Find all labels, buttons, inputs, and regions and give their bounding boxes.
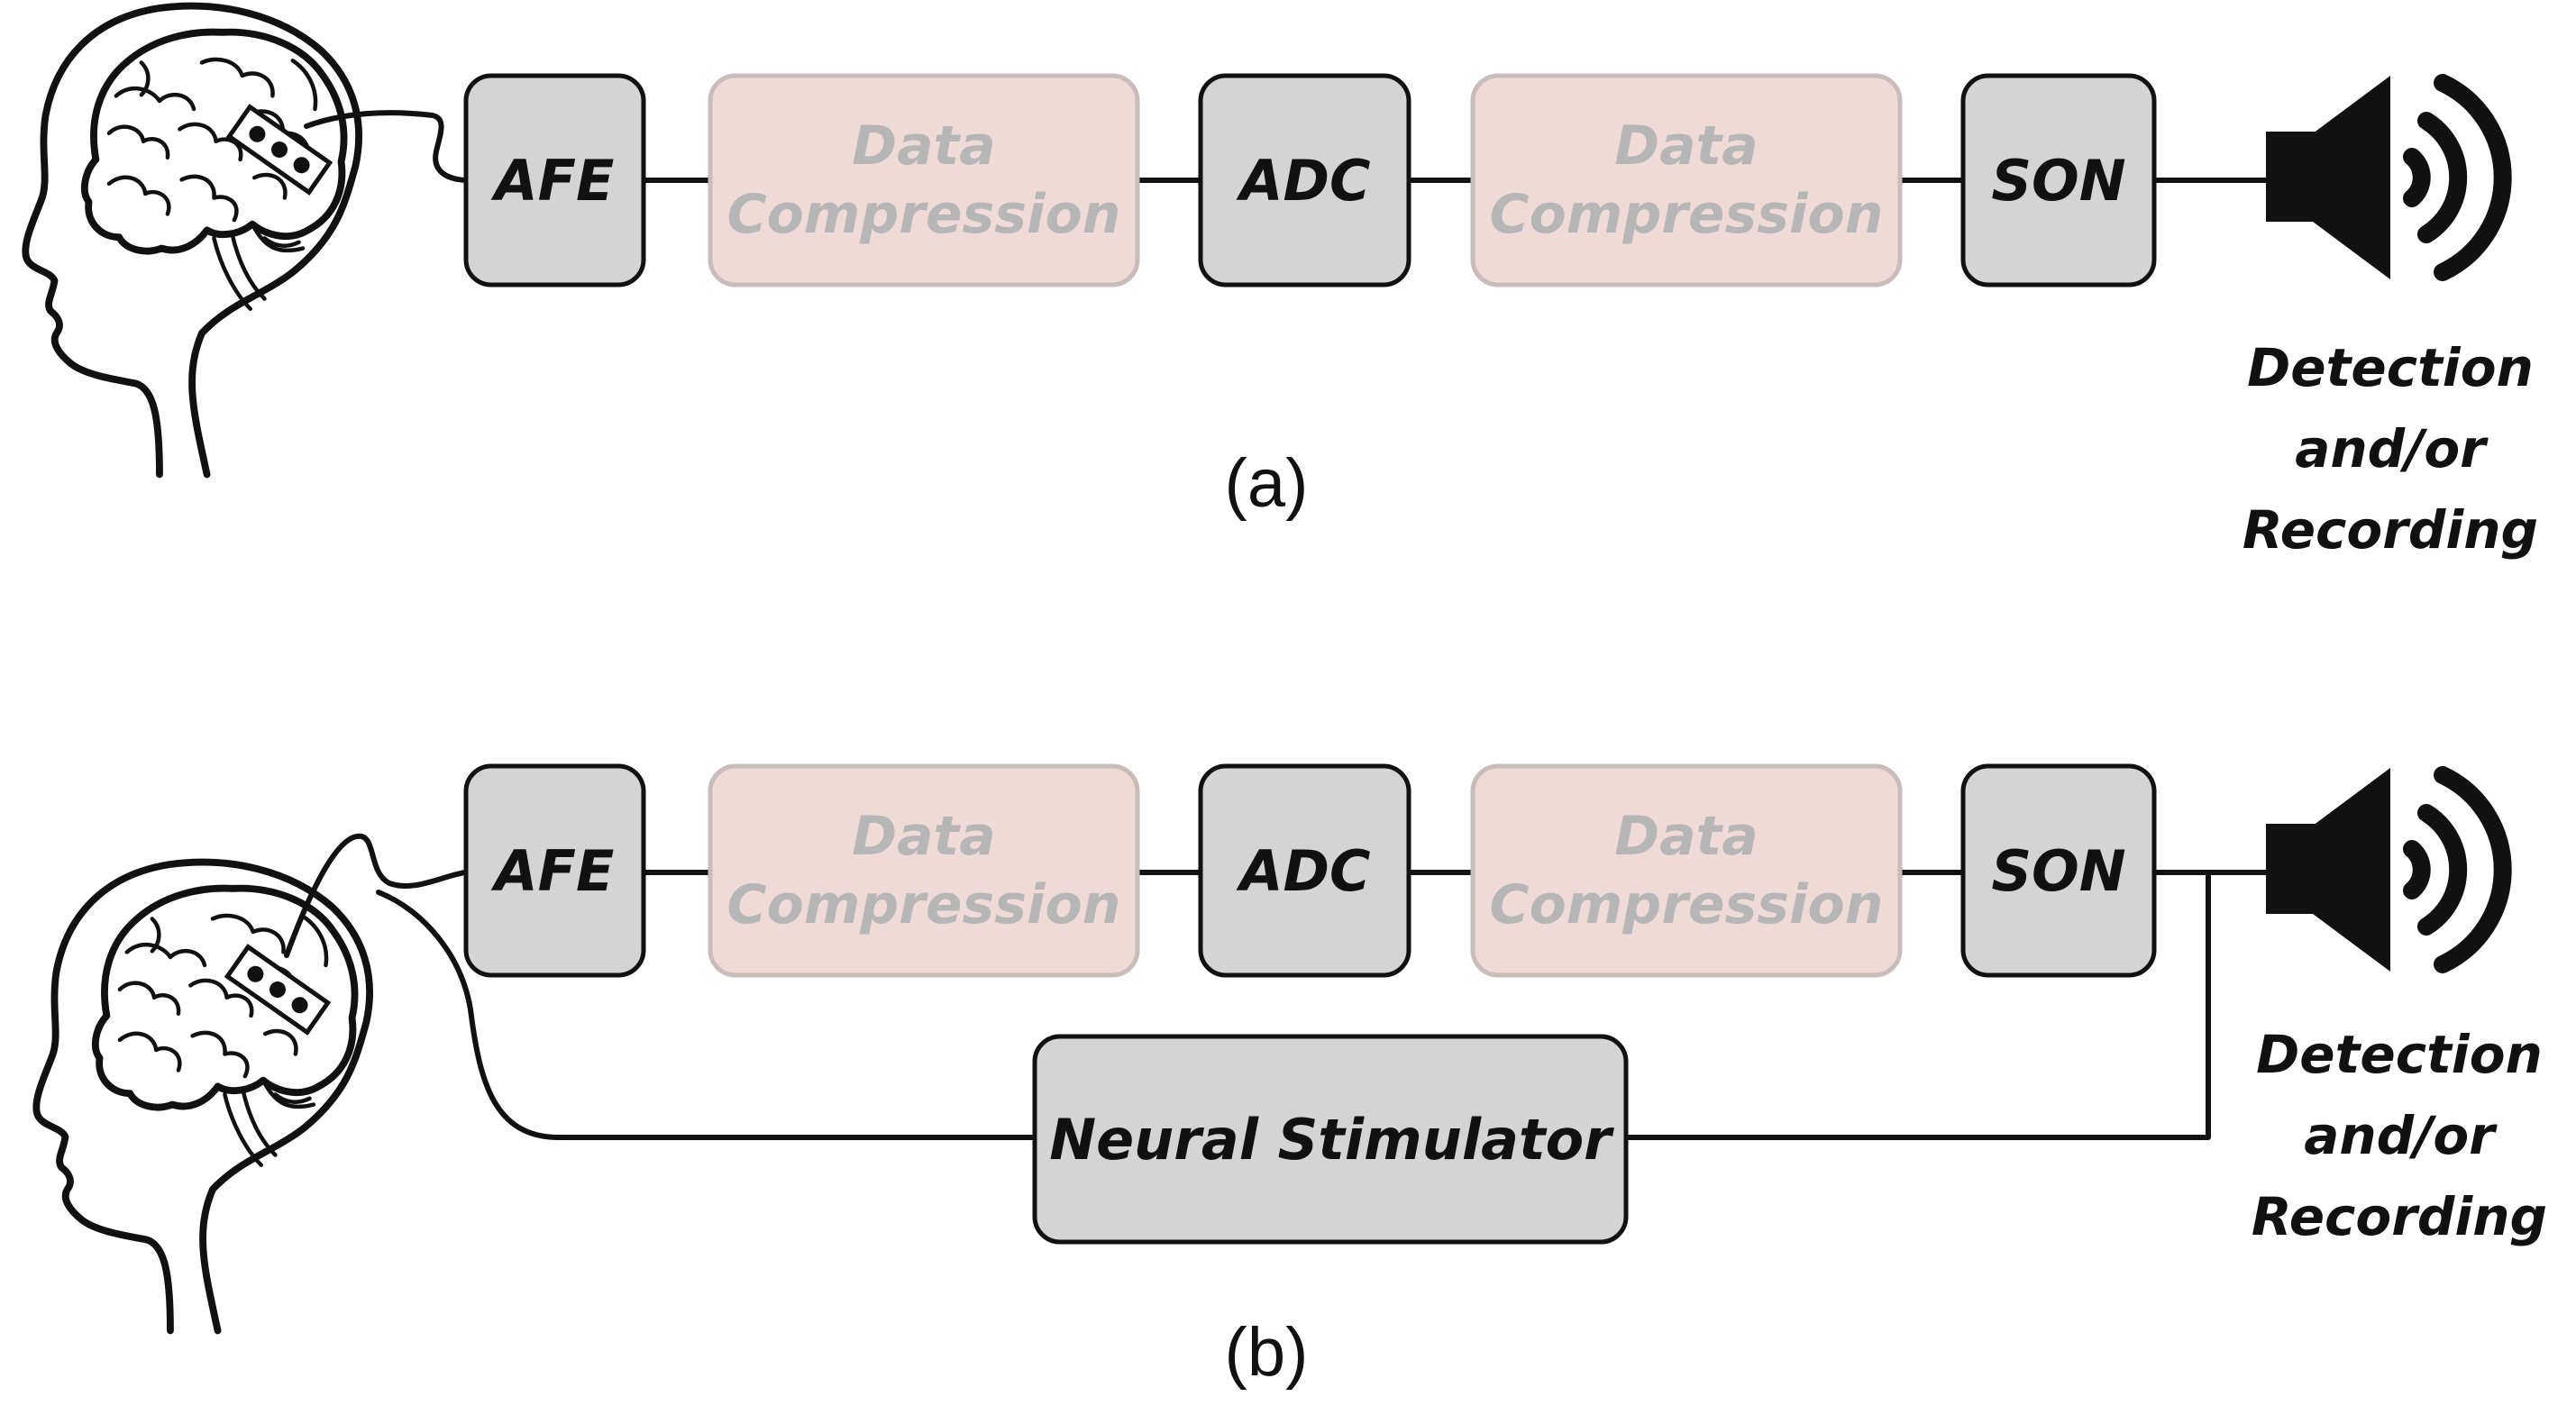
output-label-line1: Detection <box>2256 1024 2543 1085</box>
output-label-line1: Detection <box>2247 337 2534 398</box>
electrode-implant-icon <box>227 947 327 1033</box>
output-label-line2: and/or <box>2304 1105 2498 1166</box>
data-compression-block-1: Data Compression <box>708 73 1140 288</box>
data-compression-block-2: Data Compression <box>1470 763 1903 978</box>
output-label-line3: Recording <box>2243 499 2538 561</box>
adc-block: ADC <box>1198 763 1411 978</box>
panel-a: AFE Data Compression ADC Data Compressio… <box>25 6 2538 561</box>
afe-block: AFE <box>463 763 646 978</box>
panel-b: AFE Data Compression ADC Data Compressio… <box>36 766 2547 1391</box>
stimulator-to-head-wire <box>376 890 1037 1140</box>
head-icon <box>36 863 370 1331</box>
speaker-icon <box>2266 768 2503 972</box>
neural-stimulator-label: Neural Stimulator <box>1049 1107 1614 1173</box>
neural-stimulator-block: Neural Stimulator <box>1032 1034 1629 1245</box>
electrode-to-afe-wire <box>304 110 468 183</box>
son-block: SON <box>1960 763 2157 978</box>
head-icon <box>25 6 359 475</box>
afe-label: AFE <box>490 148 615 214</box>
data-compression-block-1: Data Compression <box>708 763 1140 978</box>
output-label-line3: Recording <box>2252 1186 2547 1247</box>
electrode-to-afe-wire <box>284 833 468 958</box>
panel-a-caption: (a) <box>1225 445 1309 522</box>
afe-block: AFE <box>463 73 646 288</box>
afe-label: AFE <box>490 838 615 904</box>
data-compression-label-line2: Compression <box>727 873 1121 936</box>
output-label-line2: and/or <box>2295 418 2489 479</box>
adc-label: ADC <box>1236 148 1371 214</box>
data-compression-block-2: Data Compression <box>1470 73 1903 288</box>
panel-b-caption: (b) <box>1225 1314 1309 1391</box>
data-compression-label-line2: Compression <box>727 183 1121 246</box>
adc-block: ADC <box>1198 73 1411 288</box>
data-compression-label-line1: Data <box>852 805 995 868</box>
son-label: SON <box>1991 148 2125 214</box>
speaker-icon <box>2266 76 2503 279</box>
data-compression-label-line2: Compression <box>1490 183 1884 246</box>
data-compression-label-line1: Data <box>852 114 995 178</box>
output-label: Detection and/or Recording <box>2252 1024 2547 1247</box>
data-compression-label-line2: Compression <box>1490 873 1884 936</box>
adc-label: ADC <box>1236 838 1371 904</box>
son-to-stimulator-feedback-wire <box>1623 870 2211 1140</box>
output-label: Detection and/or Recording <box>2243 337 2538 561</box>
data-compression-label-line1: Data <box>1614 114 1758 178</box>
son-label: SON <box>1991 838 2125 904</box>
data-compression-label-line1: Data <box>1614 805 1758 868</box>
son-block: SON <box>1960 73 2157 288</box>
